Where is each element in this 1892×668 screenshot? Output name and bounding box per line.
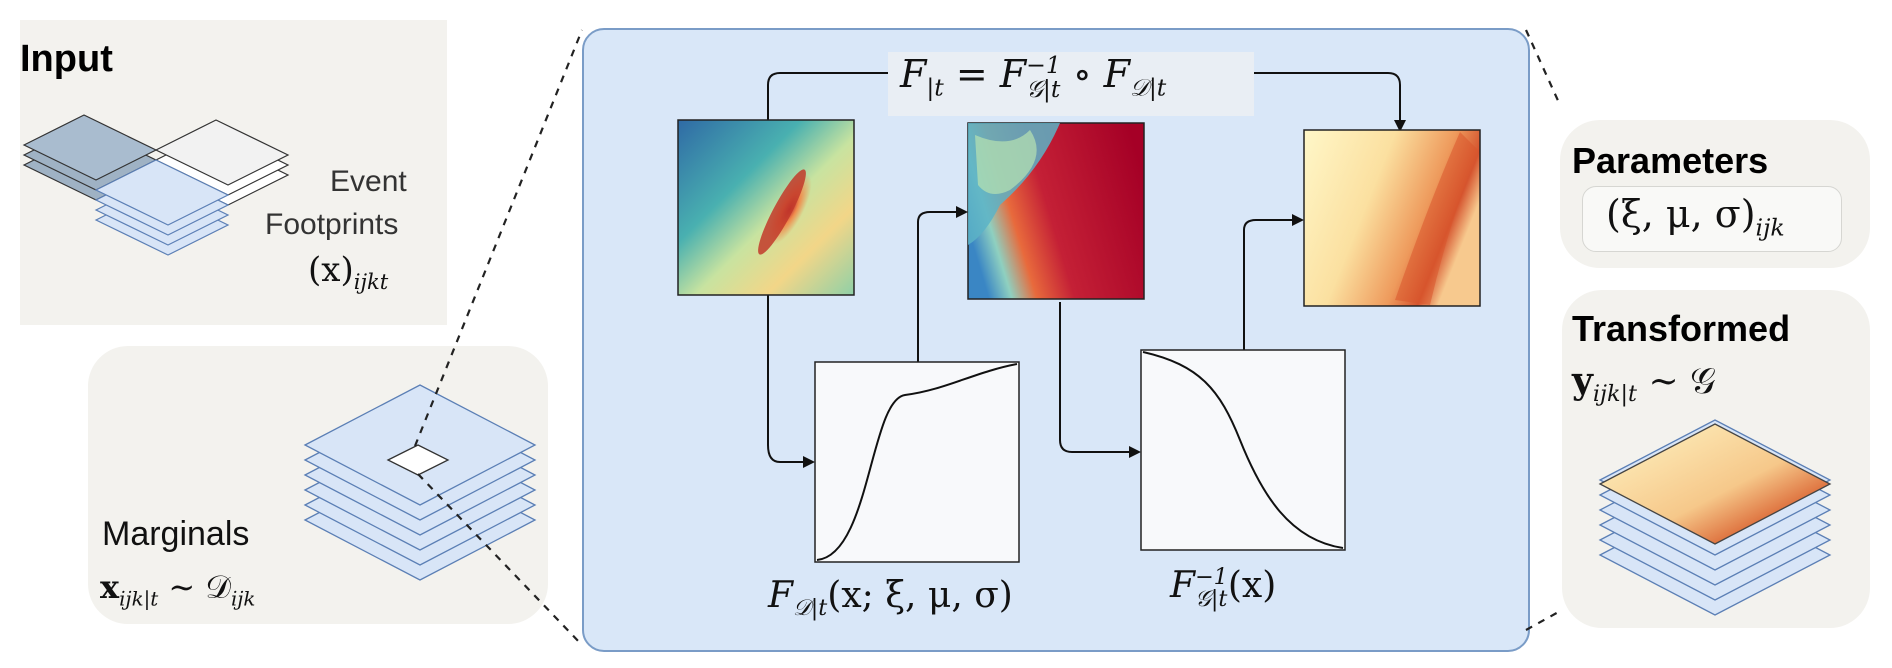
marginal-heatmap [967,122,1145,300]
input-layer-stack-icon [22,114,290,256]
formula-box [888,52,1254,116]
cdf-label: F𝒟|t(x; ξ, μ, σ) [768,575,1013,622]
input-title: Input [20,38,113,80]
flow-arrows [767,72,1406,468]
cdf-plot [814,361,1020,563]
parameters-tuple: (ξ, μ, σ)ijk [1606,192,1785,242]
inverse-cdf-plot [1140,349,1346,551]
parameters-title: Parameters [1572,140,1769,181]
input-label-line2: Footprints [265,208,399,241]
marginals-title: Marginals [102,515,250,553]
marginals-layer-stack-icon [303,384,537,581]
marginals-variable: xijk|t ∼ 𝒟ijk [100,568,256,611]
transformed-variable: yijk|t ∼ 𝒢 [1572,360,1716,408]
input-label-line1: Event [330,165,407,198]
parameters-tuple-box [1582,186,1842,252]
zoom-guide-lines [413,29,1563,646]
transformed-top-layer [1598,423,1832,545]
event-footprint-heatmap [677,119,855,296]
input-variable: (x)ijkt [308,250,389,294]
transformed-title: Transformed [1572,308,1791,349]
highlighted-cell-icon [386,444,450,476]
transformed-heatmap [1303,129,1481,307]
